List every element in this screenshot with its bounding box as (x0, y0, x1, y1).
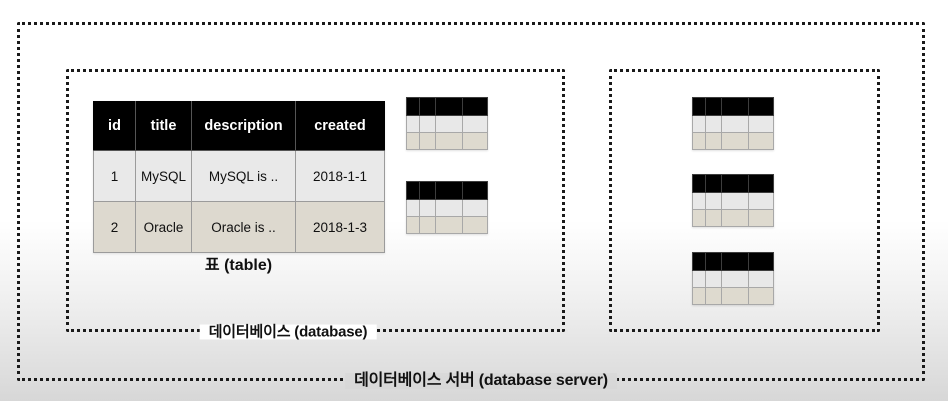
abstract-table-row (692, 115, 774, 133)
abstract-table (692, 97, 774, 150)
database-server-label: 데이터베이스 서버 (database server) (345, 373, 617, 389)
cell-id: 2 (93, 201, 136, 253)
abstract-table-header-row (692, 252, 774, 271)
abstract-table-row (692, 132, 774, 150)
table-row: 2 Oracle Oracle is .. 2018-1-3 (93, 201, 385, 253)
table-caption: 표 (table) (204, 257, 273, 274)
column-header-title: title (135, 101, 192, 151)
abstract-table-header-row (406, 181, 488, 200)
cell-description: MySQL is .. (191, 150, 296, 202)
abstract-table (406, 181, 488, 234)
abstract-table-row (406, 199, 488, 217)
column-header-id: id (93, 101, 136, 151)
column-header-created: created (295, 101, 385, 151)
cell-description: Oracle is .. (191, 201, 296, 253)
abstract-table-row (692, 270, 774, 288)
cell-created: 2018-1-3 (295, 201, 385, 253)
abstract-table (692, 174, 774, 227)
abstract-table-header-row (692, 97, 774, 116)
column-header-description: description (191, 101, 296, 151)
abstract-table-row (692, 209, 774, 227)
detailed-table: id title description created 1 MySQL MyS… (93, 101, 385, 253)
abstract-table-row (406, 216, 488, 234)
cell-title: Oracle (135, 201, 192, 253)
table-header-row: id title description created (93, 101, 385, 151)
table-row: 1 MySQL MySQL is .. 2018-1-1 (93, 150, 385, 202)
abstract-table (692, 252, 774, 305)
cell-created: 2018-1-1 (295, 150, 385, 202)
cell-title: MySQL (135, 150, 192, 202)
abstract-table-row (406, 132, 488, 150)
cell-id: 1 (93, 150, 136, 202)
abstract-table-header-row (692, 174, 774, 193)
database-boundary-right (609, 69, 880, 332)
abstract-table-row (692, 192, 774, 210)
abstract-table-header-row (406, 97, 488, 116)
abstract-table-row (406, 115, 488, 133)
abstract-table (406, 97, 488, 150)
database-label-left: 데이터베이스 (database) (199, 324, 377, 340)
abstract-table-row (692, 287, 774, 305)
